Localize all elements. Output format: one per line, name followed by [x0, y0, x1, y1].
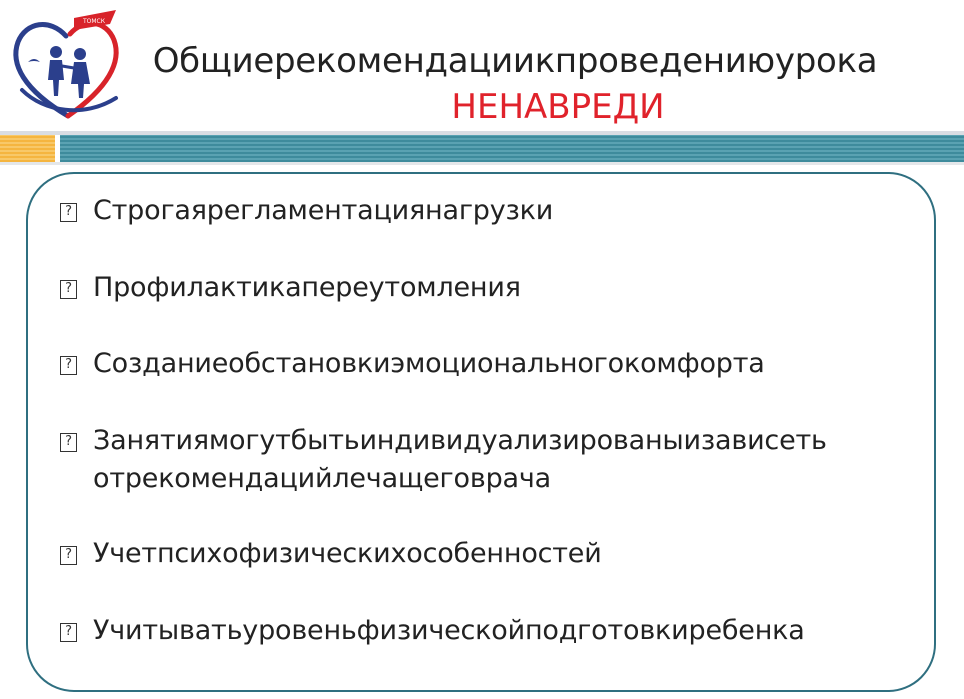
missing-glyph-icon: ? [60, 623, 77, 642]
content-box [26, 172, 936, 692]
missing-glyph-icon: ? [60, 203, 77, 222]
list-item-text: Учетпсихофизическихособенностей [93, 538, 602, 569]
header-band [0, 131, 964, 171]
list-item-text: Учитыватьуровеньфизическойподготовкиребе… [93, 615, 805, 646]
list-item-text: Профилактикапереутомления [93, 272, 521, 303]
list-item: ? Учитыватьуровеньфизическойподготовкире… [60, 612, 805, 650]
list-item: ? Учетпсихофизическихособенностей [60, 535, 602, 573]
list-item: ? Строгаярегламентациянагрузки [60, 192, 553, 230]
band-top-line [0, 131, 964, 135]
band-orange-block [0, 135, 55, 162]
list-item-text: Созданиеобстановкиэмоциональногокомфорта [93, 348, 765, 379]
list-item: ? Созданиеобстановкиэмоциональногокомфор… [60, 345, 765, 383]
band-teal-bar [60, 135, 964, 162]
list-item: ? Занятиямогутбытьиндивидуализированыиза… [60, 422, 827, 498]
page-title: Общиерекомендациикпроведениюурока [152, 41, 878, 81]
band-bottom-line [0, 162, 964, 165]
logo-text: ТОМСК [82, 18, 106, 25]
page-subtitle: НЕНАВРЕДИ [451, 87, 665, 127]
list-item: ? Профилактикапереутомления [60, 269, 521, 307]
missing-glyph-icon: ? [60, 280, 77, 299]
children-heart-logo-icon: ТОМСК [13, 10, 119, 119]
list-item-text: Занятиямогутбытьиндивидуализированыизави… [93, 425, 827, 494]
missing-glyph-icon: ? [60, 356, 77, 375]
missing-glyph-icon: ? [60, 433, 77, 452]
list-item-text: Строгаярегламентациянагрузки [93, 195, 554, 226]
missing-glyph-icon: ? [60, 546, 77, 565]
